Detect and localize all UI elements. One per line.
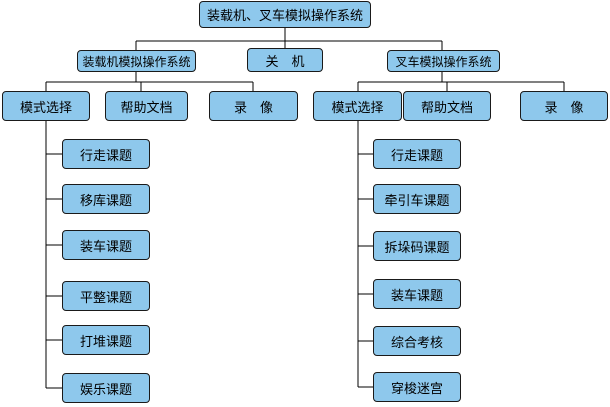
forklift-mode-loading: 装车课题 — [373, 279, 461, 309]
forklift-help-doc-node: 帮助文档 — [403, 91, 491, 121]
forklift-mode-select-node: 模式选择 — [313, 91, 402, 121]
loader-help-doc-node: 帮助文档 — [105, 91, 188, 121]
loader-mode-entertainment: 娱乐课题 — [62, 373, 150, 403]
loader-mode-loading: 装车课题 — [62, 230, 150, 260]
loader-recording-node: 录 像 — [209, 91, 298, 121]
forklift-mode-assessment: 综合考核 — [373, 326, 461, 356]
shutdown-node: 关 机 — [247, 48, 323, 72]
forklift-recording-node: 录 像 — [520, 91, 608, 121]
forklift-mode-walking: 行走课题 — [373, 139, 461, 169]
forklift-mode-destacking: 拆垛码课题 — [373, 231, 461, 261]
loader-mode-walking: 行走课题 — [62, 139, 150, 169]
loader-mode-stacking: 打堆课题 — [62, 325, 150, 355]
loader-mode-relocation: 移库课题 — [62, 184, 150, 214]
loader-mode-leveling: 平整课题 — [62, 281, 150, 311]
loader-mode-select-node: 模式选择 — [2, 91, 90, 121]
forklift-mode-tractor: 牵引车课题 — [373, 184, 461, 214]
forklift-mode-maze: 穿梭迷宫 — [373, 372, 461, 402]
forklift-system-node: 叉车模拟操作系统 — [387, 50, 500, 72]
loader-system-node: 装载机模拟操作系统 — [77, 50, 196, 72]
root-node: 装载机、叉车模拟操作系统 — [199, 1, 371, 28]
